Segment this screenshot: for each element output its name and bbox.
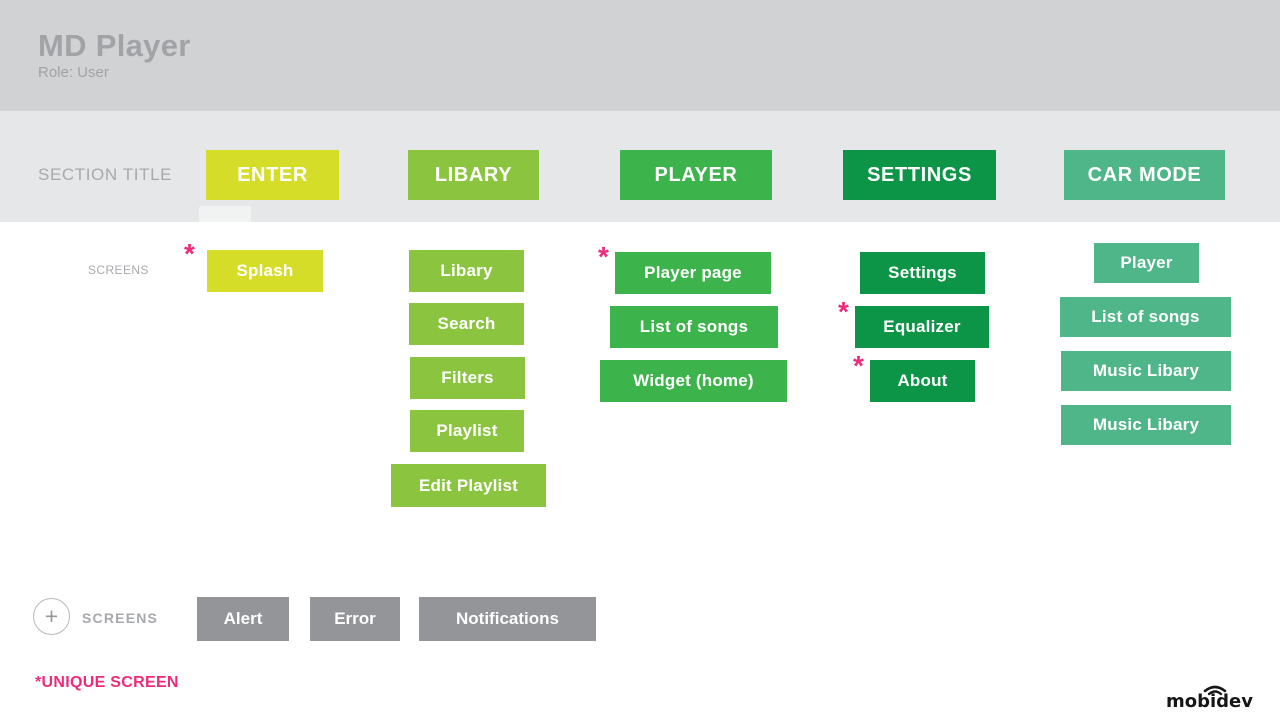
section-enter[interactable]: ENTER [206, 150, 339, 200]
mobidev-logo: mobidev [1166, 685, 1253, 710]
screen-notifications[interactable]: Notifications [419, 597, 596, 641]
screen-playlist[interactable]: Playlist [410, 410, 524, 452]
section-title-label: SECTION TITLE [38, 165, 173, 184]
screen-filters[interactable]: Filters [410, 357, 525, 399]
screen-player-page[interactable]: Player page [615, 252, 771, 294]
screens-row-label: SCREENS [88, 263, 149, 277]
signal-arc-inner-icon [1207, 690, 1223, 696]
screen-error[interactable]: Error [310, 597, 400, 641]
section-player[interactable]: PLAYER [620, 150, 772, 200]
screen-list-of-songs[interactable]: List of songs [610, 306, 778, 348]
signal-arc-outer-icon [1203, 685, 1227, 693]
enter-tab-highlight [199, 206, 251, 222]
screen-search[interactable]: Search [409, 303, 524, 345]
screen-car-music-libary-2[interactable]: Music Libary [1061, 405, 1231, 445]
section-settings[interactable]: SETTINGS [843, 150, 996, 200]
screen-car-list-of-songs[interactable]: List of songs [1060, 297, 1231, 337]
screen-edit-playlist[interactable]: Edit Playlist [391, 464, 546, 507]
unique-marker: * [598, 241, 609, 272]
role-subtitle: Role: User [38, 64, 109, 81]
screen-widget-home[interactable]: Widget (home) [600, 360, 787, 402]
screen-libary[interactable]: Libary [409, 250, 524, 292]
section-libary[interactable]: LIBARY [408, 150, 539, 200]
unique-screen-footnote: *UNIQUE SCREEN [35, 674, 179, 691]
page-title: MD Player [38, 28, 191, 63]
screen-car-player[interactable]: Player [1094, 243, 1199, 283]
section-car-mode[interactable]: CAR MODE [1064, 150, 1225, 200]
screen-car-music-libary-1[interactable]: Music Libary [1061, 351, 1231, 391]
extra-screens-label: SCREENS [82, 610, 159, 626]
screen-equalizer[interactable]: Equalizer [855, 306, 989, 348]
unique-marker: * [184, 238, 195, 269]
add-screens-button[interactable]: + [33, 598, 70, 635]
plus-icon: + [44, 603, 59, 629]
screen-alert[interactable]: Alert [197, 597, 289, 641]
logo-text: mobidev [1166, 691, 1253, 710]
app-header: MD Player Role: User [0, 0, 1280, 111]
unique-marker: * [838, 296, 849, 327]
screen-settings[interactable]: Settings [860, 252, 985, 294]
screen-splash[interactable]: Splash [207, 250, 323, 292]
screen-about[interactable]: About [870, 360, 975, 402]
unique-marker: * [853, 350, 864, 381]
